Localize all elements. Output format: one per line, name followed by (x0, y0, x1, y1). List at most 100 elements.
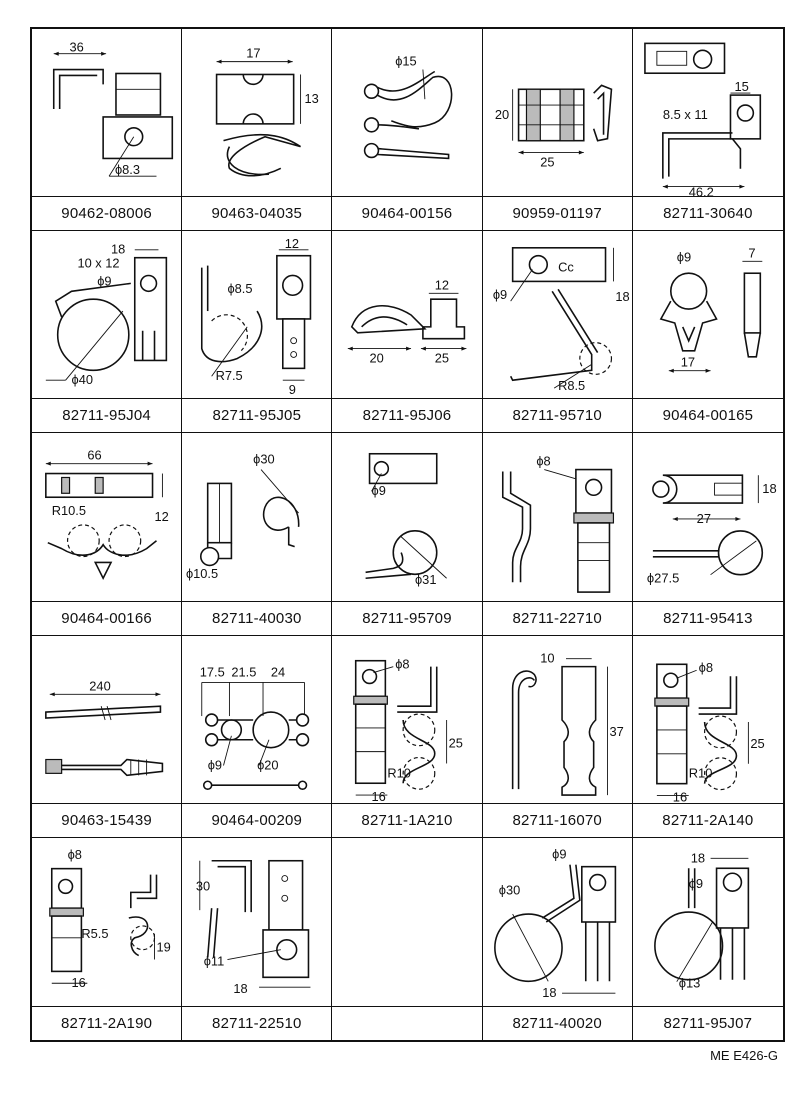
part-cell: 66 12 R10.5 90464-00166 (32, 433, 183, 636)
part-drawing: 12 20 25 (332, 231, 481, 399)
part-drawing: 17 13 (182, 29, 331, 197)
part-drawing: ϕ30 ϕ10.5 (182, 433, 331, 601)
dim-label: ϕ13 (679, 975, 701, 990)
dim-label: 7 (748, 245, 755, 260)
part-drawing: 18 ϕ9 ϕ13 (633, 838, 783, 1006)
dim-label: ϕ30 (498, 882, 519, 897)
part-number: 82711-95J06 (332, 398, 482, 432)
dim-label: 17.5 (200, 664, 225, 679)
dim-label: 36 (70, 40, 84, 55)
dim-label: 27 (696, 511, 710, 526)
dim-label: 25 (435, 351, 449, 366)
part-cell: 18 27 ϕ27.5 82711-95413 (632, 433, 783, 636)
part-number: 82711-95709 (332, 600, 482, 635)
part-drawing: 66 12 R10.5 (32, 433, 181, 601)
part-drawing: ϕ15 (332, 29, 481, 197)
dim-label: ϕ11 (204, 953, 225, 968)
dim-label: ϕ9 (677, 249, 691, 264)
part-number: 90464-00165 (632, 398, 783, 432)
dim-label: ϕ27.5 (647, 571, 679, 586)
dim-label: 66 (87, 448, 101, 463)
dim-label: 37 (609, 723, 623, 738)
part-cell: ϕ8 25 R10 16 82711-1A210 (332, 635, 483, 838)
dim-label: 20 (370, 351, 384, 366)
part-drawing: 17.5 21.5 24 ϕ9 ϕ20 (182, 636, 331, 804)
part-cell: ϕ8 25 R10 16 82711-2A140 (632, 636, 783, 838)
part-cell: ϕ9 7 17 90464-00165 (632, 231, 783, 434)
part-cell: 30 ϕ11 18 82711-22510 (182, 837, 333, 1040)
part-drawing: 30 ϕ11 18 (182, 838, 331, 1006)
part-number: 82711-30640 (632, 196, 783, 230)
part-drawing: ϕ8 25 R10 16 (633, 636, 783, 804)
dim-label: 24 (271, 664, 285, 679)
part-number: 90464-00209 (182, 802, 332, 837)
part-cell: 17.5 21.5 24 ϕ9 ϕ20 90464-00209 (182, 635, 333, 838)
dim-label: R5.5 (81, 926, 108, 941)
dim-label: ϕ40 (72, 372, 93, 387)
dim-label: 18 (762, 482, 776, 497)
part-cell: 15 8.5 x 11 46.2 82711-30640 (632, 29, 783, 232)
dim-label: 18 (234, 981, 248, 996)
dim-label: ϕ9 (688, 876, 702, 891)
dim-label: 20 (494, 107, 508, 122)
dim-label: R8.5 (558, 378, 585, 393)
part-drawing: ϕ9 7 17 (633, 231, 783, 399)
empty-cell (332, 837, 483, 1040)
part-drawing: 18 27 ϕ27.5 (633, 433, 783, 601)
part-drawing: ϕ9 ϕ30 18 (483, 838, 632, 1006)
part-number: 82711-1A210 (332, 802, 482, 837)
part-number: 82711-16070 (482, 802, 632, 837)
part-drawing: 36 ϕ8.3 (32, 29, 181, 197)
part-number: 90463-15439 (32, 802, 182, 837)
part-cell: ϕ9 ϕ31 82711-95709 (332, 433, 483, 636)
dim-label: 21.5 (232, 664, 257, 679)
dim-label: R10 (688, 765, 712, 780)
part-number: 82711-2A190 (32, 1005, 182, 1040)
dim-label: ϕ30 (253, 452, 274, 467)
dim-label: ϕ9 (208, 757, 222, 772)
dim-label: ϕ8.5 (228, 281, 253, 296)
part-drawing: 10 37 (483, 636, 632, 804)
part-cell: 36 ϕ8.3 90462-08006 (32, 29, 183, 232)
part-cell: ϕ9 ϕ30 18 82711-40020 (482, 837, 633, 1040)
part-cell: ϕ15 90464-00156 (332, 29, 483, 232)
dim-label: ϕ9 (552, 847, 566, 862)
part-cell: 20 25 90959-01197 (482, 29, 633, 232)
part-number: 90462-08006 (32, 196, 182, 230)
part-number: 82711-22510 (182, 1005, 332, 1040)
dim-label: ϕ9 (372, 484, 386, 499)
dim-label: 17 (681, 355, 695, 370)
part-cell: 12 20 25 82711-95J06 (332, 231, 483, 434)
dim-label: 25 (750, 735, 764, 750)
dim-label: ϕ9 (492, 287, 506, 302)
part-cell: 10 37 82711-16070 (482, 635, 633, 838)
dim-label: 12 (285, 236, 299, 251)
part-cell: ϕ8 R5.5 19 16 82711-2A190 (32, 837, 183, 1040)
dim-label: 16 (673, 789, 687, 803)
dim-label: 46.2 (688, 185, 713, 197)
dim-label: 240 (89, 678, 110, 693)
part-drawing: 20 25 (483, 29, 632, 197)
part-drawing: ϕ8 25 R10 16 (332, 636, 481, 804)
part-cell: 18 10 x 12 ϕ9 ϕ40 82711-95J04 (32, 231, 183, 434)
part-number: 82711-2A140 (632, 802, 783, 837)
dim-label: R10.5 (52, 503, 86, 518)
dim-label: 18 (690, 850, 704, 865)
part-number: 90463-04035 (182, 196, 332, 230)
part-number: 82711-95J05 (182, 398, 332, 432)
dim-label: 12 (155, 509, 169, 524)
part-number: 82711-95413 (632, 600, 783, 635)
dim-label: ϕ20 (257, 757, 278, 772)
part-drawing: 240 (32, 636, 181, 804)
dim-label: ϕ8 (68, 847, 82, 862)
dim-label: 19 (156, 939, 170, 954)
part-drawing: ϕ8 R5.5 19 16 (32, 838, 181, 1006)
part-cell: ϕ30 ϕ10.5 82711-40030 (182, 433, 333, 636)
part-drawing: 12 ϕ8.5 R7.5 9 (182, 231, 331, 399)
part-cell: ϕ8 82711-22710 (482, 433, 633, 636)
part-drawing: ϕ9 ϕ31 (332, 433, 481, 601)
part-number: 90959-01197 (482, 196, 632, 230)
dim-label: 15 (734, 79, 748, 94)
part-number: 82711-95J04 (32, 398, 182, 432)
dim-label: R7.5 (216, 368, 243, 383)
